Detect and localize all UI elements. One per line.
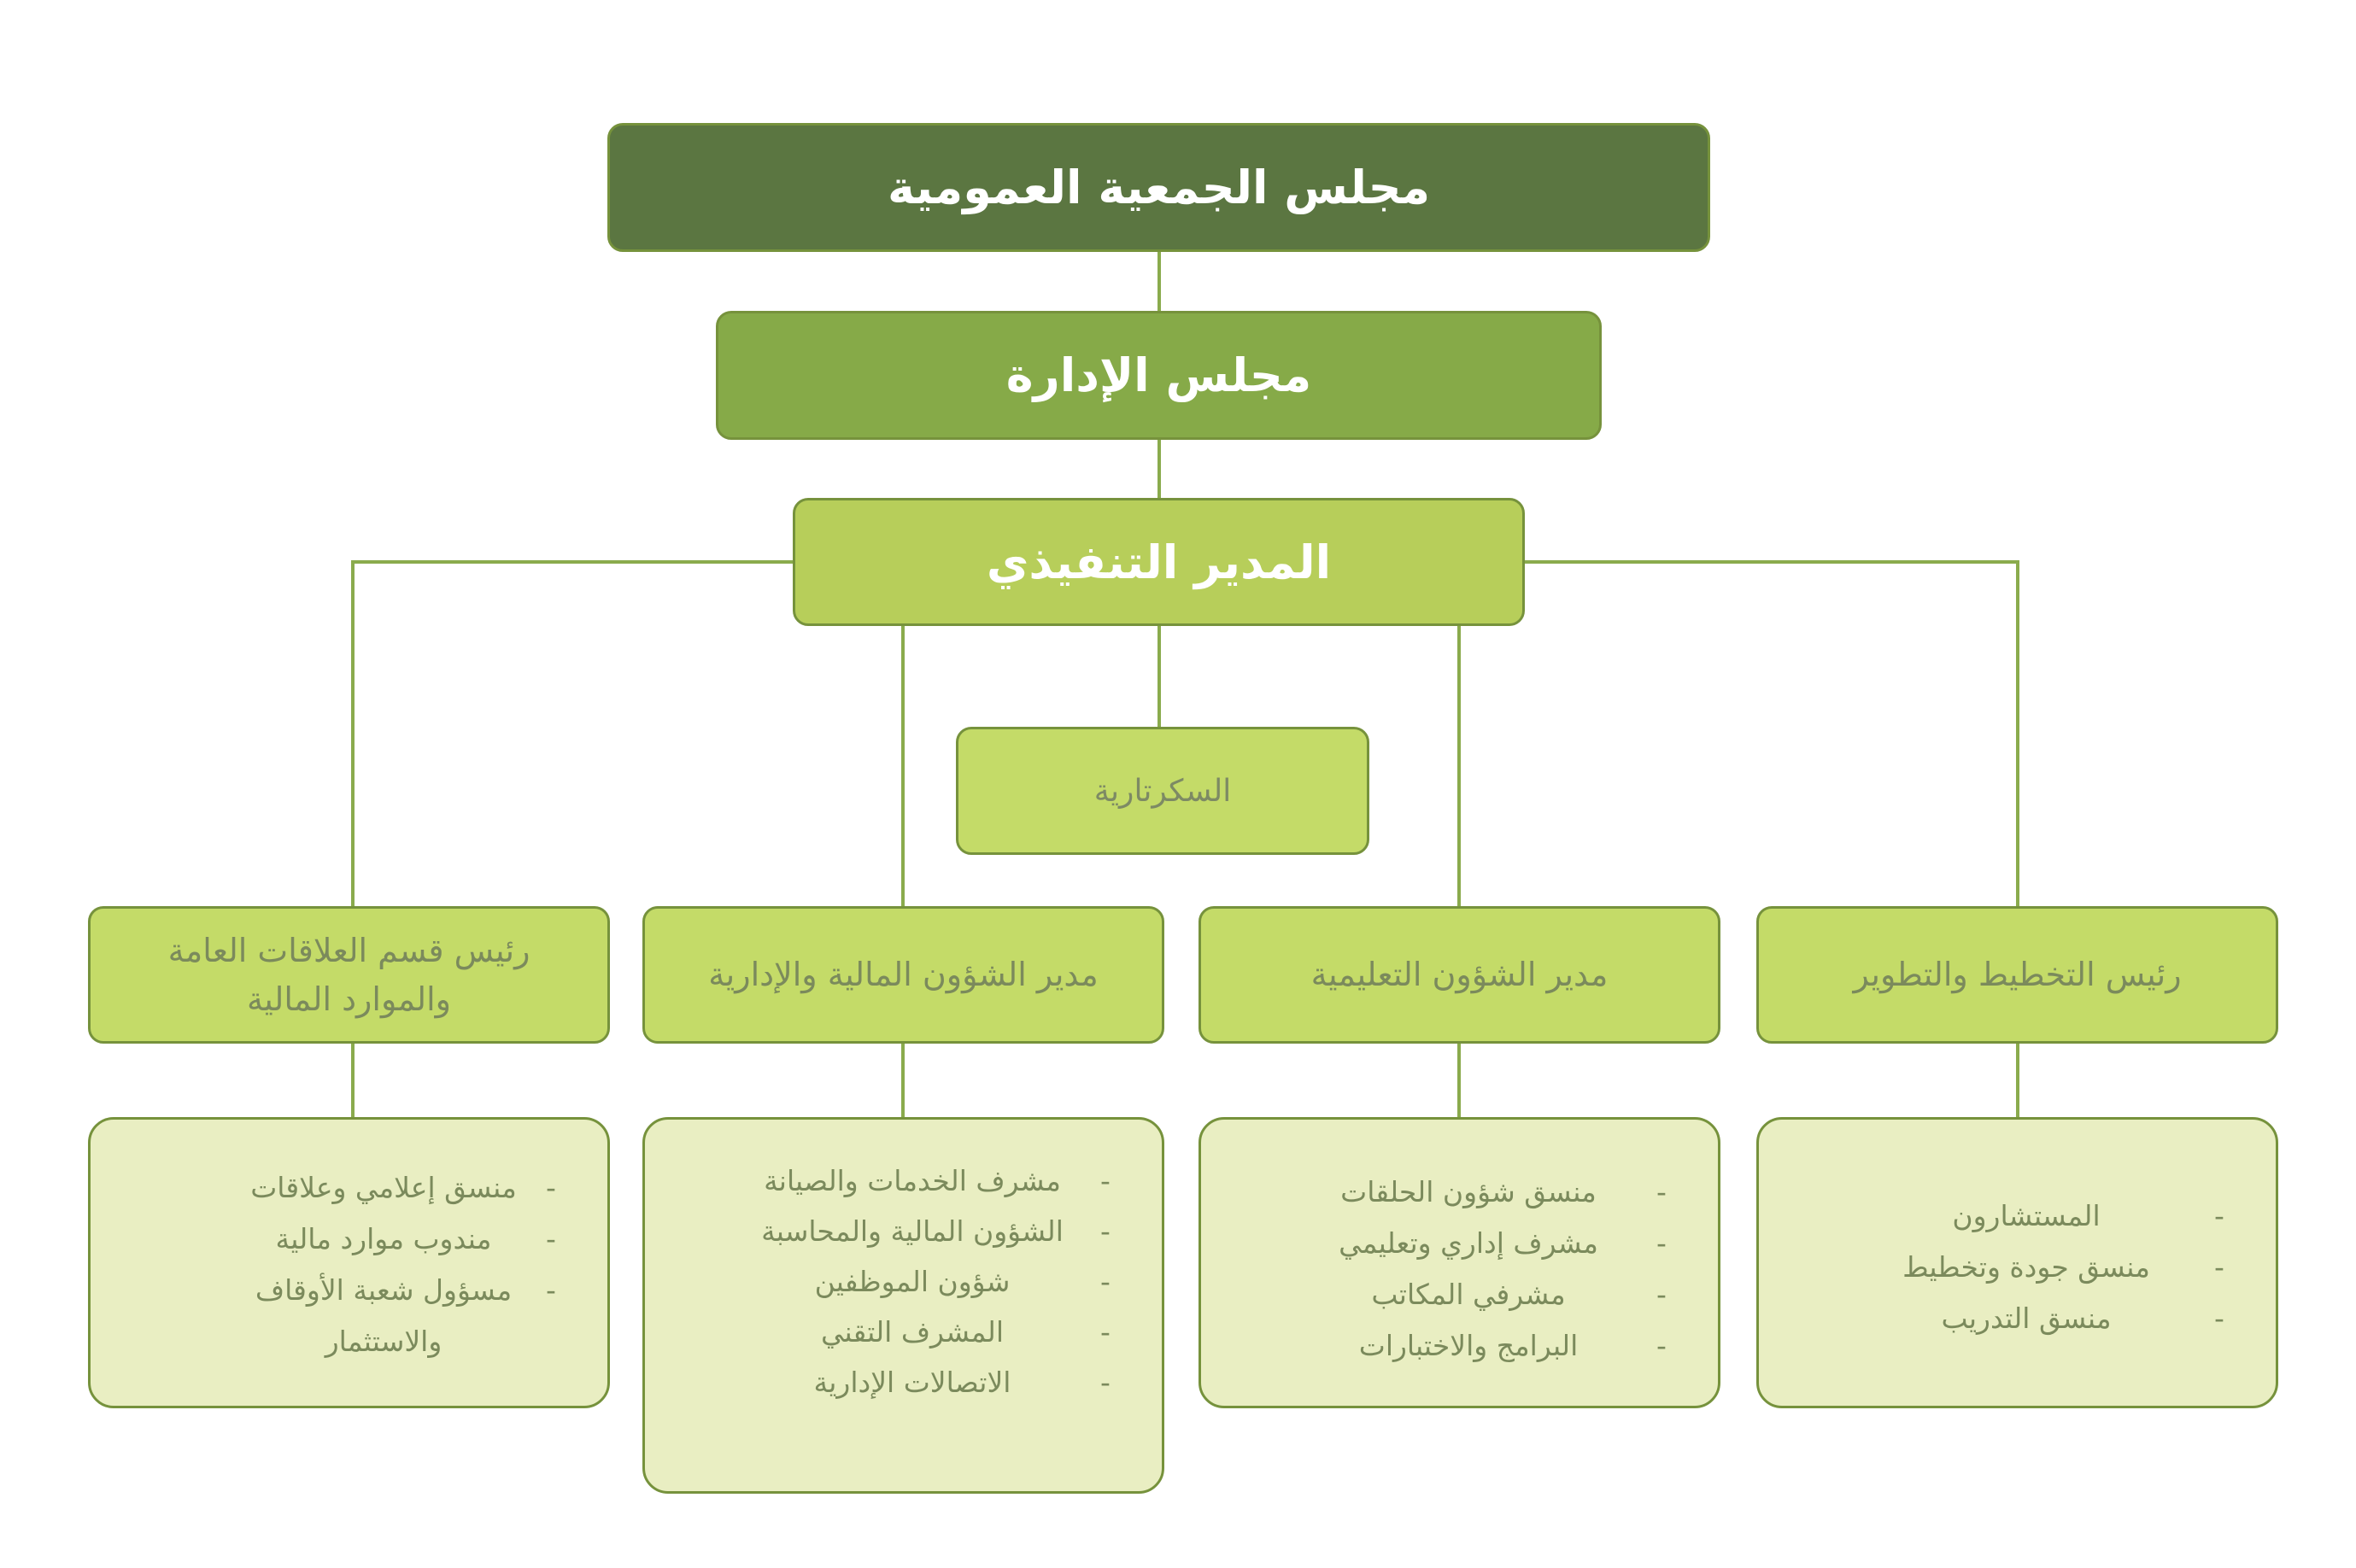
bullet-dash: - <box>1656 1329 1667 1362</box>
list-item: - منسق جودة وتخطيط <box>1763 1242 2242 1293</box>
staff-list: - منسق شؤون الحلقات - مشرف إداري وتعليمي -… <box>1205 1167 1684 1372</box>
bullet-dash: - <box>1100 1315 1111 1349</box>
staff-role: البرامج والاختبارات <box>1358 1329 1579 1362</box>
public-relations-staff-box: -منسق إعلامي وعلاقات -مندوب موارد مالية … <box>88 1117 610 1408</box>
list-item: - شؤون الموظفين <box>649 1256 1128 1307</box>
staff-role: مندوب موارد مالية <box>275 1222 492 1255</box>
staff-role: الشؤون المالية والمحاسبة <box>761 1214 1064 1248</box>
staff-role: الاتصالات الإدارية <box>813 1366 1011 1399</box>
bullet-dash: - <box>1656 1175 1667 1208</box>
staff-list: -منسق إعلامي وعلاقات -مندوب موارد مالية … <box>172 1162 573 1367</box>
bullet-dash: - <box>1100 1164 1111 1197</box>
bullet-dash: - <box>546 1273 556 1307</box>
bullet-dash: - <box>1100 1214 1111 1248</box>
list-item: - البرامج والاختبارات <box>1205 1320 1684 1372</box>
executive-director-box: المدير التنفيذي <box>793 498 1525 626</box>
staff-list: - المستشارون - منسق جودة وتخطيط - منسق التد… <box>1763 1191 2242 1344</box>
bullet-dash: - <box>2214 1199 2224 1232</box>
general-assembly-box: مجلس الجمعية العمومية <box>607 123 1710 252</box>
staff-role: منسق التدريب <box>1941 1302 2112 1335</box>
bullet-dash: - <box>546 1171 556 1204</box>
list-item: - الاتصالات الإدارية <box>649 1357 1128 1407</box>
list-item: - مشرف إداري وتعليمي <box>1205 1218 1684 1269</box>
bullet-dash: - <box>1656 1278 1667 1311</box>
planning-staff-box: - المستشارون - منسق جودة وتخطيط - منسق التد… <box>1756 1117 2278 1408</box>
staff-role: منسق إعلامي وعلاقات <box>250 1171 517 1204</box>
list-item: - المستشارون <box>1763 1191 2242 1242</box>
finance-admin-staff-box: - مشرف الخدمات والصيانة - الشؤون المالية و… <box>642 1117 1164 1494</box>
department-title: رئيس قسم العلاقات العامة والموارد المالي… <box>167 931 530 1018</box>
board-of-directors-box: مجلس الإدارة <box>716 311 1602 440</box>
planning-head-box: رئيس التخطيط والتطوير <box>1756 906 2278 1044</box>
list-item: -مسؤول شعبة الأوقاف والاستثمار <box>172 1265 573 1367</box>
finance-admin-manager-box: مدير الشؤون المالية والإدارية <box>642 906 1164 1044</box>
staff-list: - مشرف الخدمات والصيانة - الشؤون المالية و… <box>649 1156 1128 1407</box>
staff-role: مشرفي المكاتب <box>1371 1278 1566 1311</box>
bullet-dash: - <box>1656 1226 1667 1260</box>
staff-role: شؤون الموظفين <box>814 1265 1011 1298</box>
bullet-dash: - <box>2214 1302 2224 1335</box>
staff-role: منسق جودة وتخطيط <box>1902 1250 2150 1284</box>
education-manager-box: مدير الشؤون التعليمية <box>1199 906 1720 1044</box>
general-assembly-label: مجلس الجمعية العمومية <box>887 161 1431 214</box>
bullet-dash: - <box>1100 1265 1111 1298</box>
board-of-directors-label: مجلس الإدارة <box>1005 348 1312 402</box>
staff-role: مشرف إداري وتعليمي <box>1339 1226 1598 1260</box>
department-title: مدير الشؤون التعليمية <box>1310 956 1609 993</box>
department-title: مدير الشؤون المالية والإدارية <box>708 956 1099 993</box>
list-item: - الشؤون المالية والمحاسبة <box>649 1206 1128 1256</box>
education-staff-box: - منسق شؤون الحلقات - مشرف إداري وتعليمي -… <box>1199 1117 1720 1408</box>
list-item: -منسق إعلامي وعلاقات <box>172 1162 573 1214</box>
bullet-dash: - <box>546 1222 556 1255</box>
staff-role: مسؤول شعبة الأوقاف والاستثمار <box>255 1273 513 1358</box>
staff-role: مشرف الخدمات والصيانة <box>764 1164 1061 1197</box>
department-title: رئيس التخطيط والتطوير <box>1853 956 2182 993</box>
list-item: - المشرف التقني <box>649 1307 1128 1357</box>
bullet-dash: - <box>2214 1250 2224 1284</box>
secretariat-box: السكرتارية <box>956 727 1369 855</box>
list-item: - مندوب موارد مالية <box>172 1214 573 1265</box>
executive-director-label: المدير التنفيذي <box>986 535 1332 589</box>
list-item: - منسق التدريب <box>1763 1293 2242 1344</box>
list-item: - منسق شؤون الحلقات <box>1205 1167 1684 1218</box>
staff-role: المستشارون <box>1952 1199 2101 1232</box>
bullet-dash: - <box>1100 1366 1111 1399</box>
staff-role: منسق شؤون الحلقات <box>1340 1175 1597 1208</box>
secretariat-label: السكرتارية <box>1093 773 1232 809</box>
staff-role: المشرف التقني <box>821 1315 1004 1349</box>
list-item: - مشرفي المكاتب <box>1205 1269 1684 1320</box>
list-item: - مشرف الخدمات والصيانة <box>649 1156 1128 1206</box>
public-relations-head-box: رئيس قسم العلاقات العامة والموارد المالي… <box>88 906 610 1044</box>
